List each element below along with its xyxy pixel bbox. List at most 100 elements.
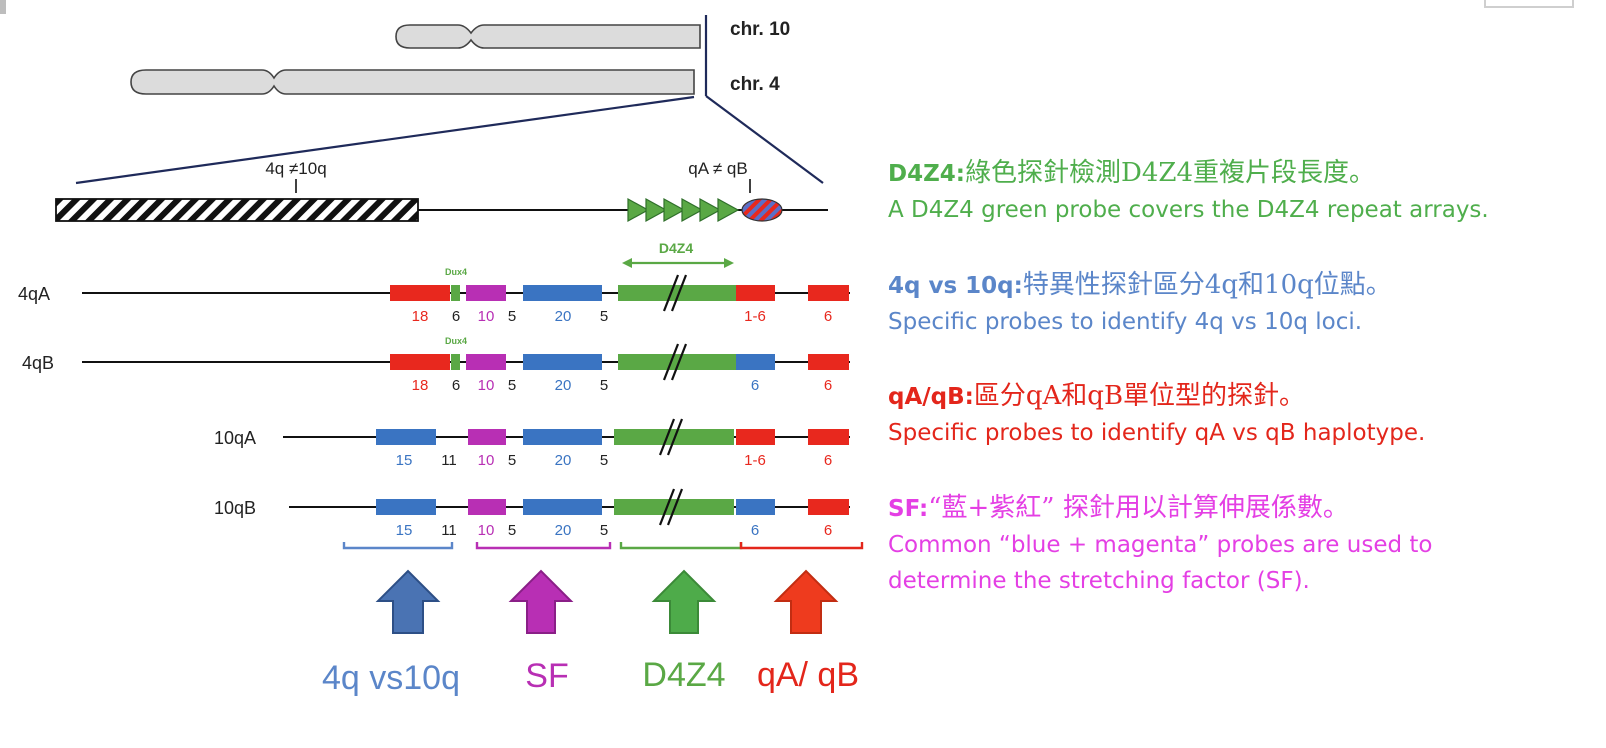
probe-segment-blue: [376, 429, 436, 445]
segment-number: 10: [478, 522, 495, 539]
segment-number: 10: [478, 308, 495, 325]
segment-number: 10: [478, 377, 495, 394]
haplotype-label: 10qA: [214, 428, 256, 448]
bracket-sf: [475, 542, 612, 550]
d4z4-segment: [618, 354, 736, 370]
segment-number: 5: [508, 377, 516, 394]
haplotype-label: 10qB: [214, 498, 256, 518]
arrow-label-sf: SF: [525, 657, 568, 695]
probe-segment-blue: [523, 429, 602, 445]
legend-hap-sep: :: [964, 384, 974, 410]
segment-number: 5: [508, 452, 516, 469]
probe-segment-red: [736, 429, 775, 445]
probe-brackets: [342, 542, 864, 550]
legend-hap-en: Specific probes to identify qA vs qB hap…: [888, 420, 1426, 446]
d4z4-map-label: D4Z4: [659, 240, 693, 256]
legend-d4z4: D4Z4:綠色探針檢測D4Z4重複片段長度。 A D4Z4 green prob…: [888, 155, 1588, 228]
probe-arrows: [375, 569, 839, 634]
fshd-probe-diagram: chr. 10 chr. 4 4q ≠10q qA ≠ qB D4Z4 4qAD…: [18, 15, 864, 697]
legend-d4z4-sep: :: [955, 161, 965, 187]
segment-number: 20: [555, 522, 572, 539]
legend-loci: 4q vs 10q:特異性探針區分4q和10q位點。 Specific prob…: [888, 267, 1588, 340]
legend-loci-en: Specific probes to identify 4q vs 10q lo…: [888, 309, 1363, 335]
segment-number: 5: [600, 522, 608, 539]
dux4-segment: [451, 354, 460, 370]
dux4-segment: [451, 285, 460, 301]
zoom-lines: [75, 15, 824, 185]
legend-d4z4-title: D4Z4: [888, 161, 956, 187]
segment-number: 20: [555, 308, 572, 325]
probe-segment-red: [808, 285, 849, 301]
segment-number: 6: [824, 377, 832, 394]
segment-number: 6: [751, 522, 759, 539]
segment-number: 6: [824, 308, 832, 325]
d4z4-repeat-triangle: [627, 197, 650, 223]
corner-box: [1484, 0, 1574, 8]
legend-hap-title: qA/qB: [888, 384, 965, 410]
d4z4-repeat-triangle: [645, 197, 668, 223]
legend-sf-title: SF:: [888, 496, 929, 522]
segment-number: 1-6: [744, 452, 766, 469]
segment-number: 6: [452, 377, 460, 394]
d4z4-repeat-triangle: [717, 197, 740, 223]
probe-segment-blue: [523, 499, 602, 515]
break-mark: [670, 343, 688, 381]
probe-segment-blue: [736, 499, 775, 515]
corner-tab: [0, 0, 6, 14]
probe-segment-magenta: [466, 354, 506, 370]
legend-d4z4-zh: 綠色探針檢測D4Z4重複片段長度。: [964, 158, 1375, 188]
probe-segment-red: [808, 429, 849, 445]
probe-segment-red: [390, 354, 450, 370]
probe-segment-red: [808, 354, 849, 370]
probe-segment-red: [390, 285, 450, 301]
legend-haplotype: qA/qB:區分qA和qB單位型的探針。 Specific probes to …: [888, 378, 1588, 451]
probe-segment-magenta: [468, 499, 506, 515]
overview-map: [55, 179, 828, 223]
d4z4-repeat-triangle: [699, 197, 722, 223]
break-mark: [670, 274, 688, 312]
bracket-4q-vs-10q: [342, 542, 454, 550]
haplotype-label: 4qB: [22, 353, 54, 373]
legend-loci-sep: :: [1013, 273, 1023, 299]
probe-segment-red: [808, 499, 849, 515]
segment-number: 6: [824, 522, 832, 539]
arrow-up-red: [773, 569, 839, 634]
legend-sf: SF:“藍+紫紅” 探針用以計算伸展係數。 Common “blue + mag…: [888, 490, 1588, 599]
chromosome-10: [395, 24, 701, 49]
segment-number: 6: [452, 308, 460, 325]
legend-loci-title: 4q vs 10q: [888, 273, 1014, 299]
segment-number: 11: [441, 522, 457, 539]
segment-number: 18: [412, 308, 429, 325]
arrow-label-loci: 4q vs10q: [322, 659, 460, 697]
break-mark: [666, 418, 684, 456]
segment-number: 5: [600, 452, 608, 469]
probe-segment-red: [736, 285, 775, 301]
legend-sf-en: Common “blue + magenta” probes are used …: [888, 532, 1433, 558]
chromosome-4: [130, 69, 695, 95]
chr4-label: chr. 4: [730, 74, 780, 95]
d4z4-segment: [618, 285, 736, 301]
d4z4-span-arrow: [622, 258, 734, 268]
d4z4-repeat-triangles: [627, 197, 740, 223]
segment-number: 1-6: [744, 308, 766, 325]
overview-left-label: 4q ≠10q: [265, 159, 326, 178]
haplotype-label: 4qA: [18, 284, 50, 304]
legend-hap-zh: 區分qA和qB單位型的探針。: [973, 381, 1306, 411]
arrow-up-magenta: [508, 569, 574, 634]
qa-qb-variant-oval: [741, 198, 783, 222]
segment-number: 18: [412, 377, 429, 394]
d4z4-repeat-triangle: [663, 197, 686, 223]
legend-sf-zh: “藍+紫紅” 探針用以計算伸展係數。: [928, 493, 1349, 523]
dux4-label: Dux4: [445, 336, 467, 346]
bracket-d4z4: [619, 542, 743, 550]
arrow-up-blue: [375, 569, 441, 634]
probe-segment-magenta: [468, 429, 506, 445]
break-mark: [662, 343, 680, 381]
legend-loci-zh: 特異性探針區分4q和10q位點。: [1022, 270, 1392, 300]
segment-number: 6: [824, 452, 832, 469]
probe-segment-blue: [523, 354, 602, 370]
